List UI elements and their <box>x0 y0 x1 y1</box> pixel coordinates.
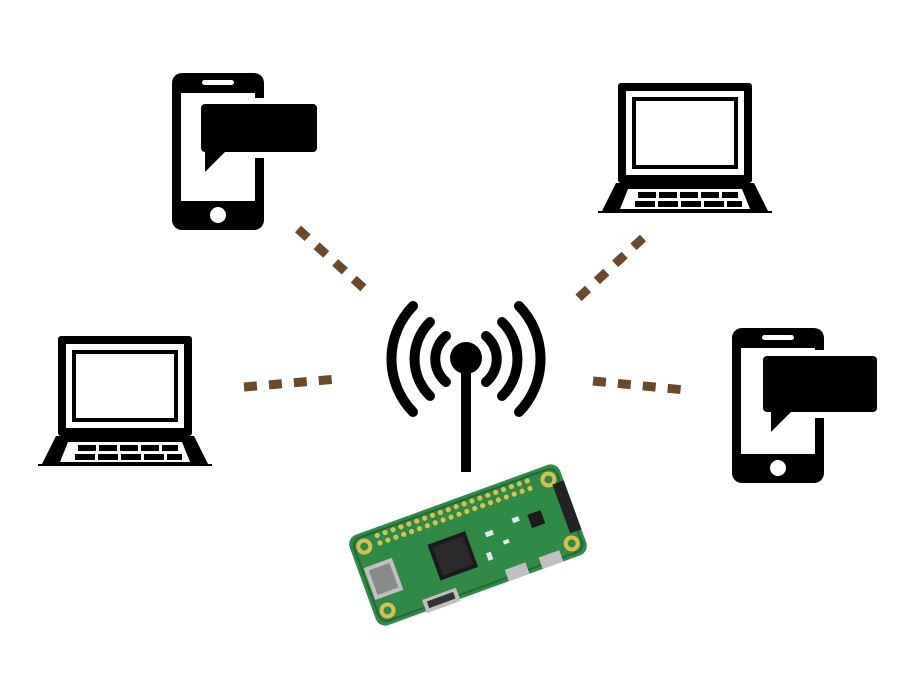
gpio-pad <box>424 523 430 529</box>
link-phone-top-left <box>294 225 372 296</box>
gpio-pad <box>440 517 446 523</box>
gpio-pad <box>437 509 444 516</box>
laptop-icon <box>598 83 772 219</box>
gpio-pad <box>429 512 436 518</box>
gpio-pad <box>469 498 475 504</box>
gpio-pad <box>477 495 483 501</box>
gpio-pad <box>401 531 407 537</box>
gpio-pad <box>511 491 517 497</box>
gpio-pad <box>422 515 428 521</box>
gpio-pad <box>382 529 388 536</box>
gpio-pad <box>461 501 467 507</box>
gpio-pad <box>527 485 533 491</box>
raspberry-pi-zero-board <box>349 464 587 626</box>
gpio-pad <box>408 528 415 535</box>
gpio-pad <box>503 494 509 500</box>
gpio-pad <box>374 532 380 539</box>
gpio-pad <box>414 518 420 524</box>
gpio-pad <box>495 497 502 503</box>
gpio-pad <box>453 504 459 510</box>
wifi-antenna-icon <box>386 301 546 472</box>
gpio-pad <box>377 540 383 546</box>
gpio-pad <box>480 503 486 509</box>
smartphone-chat-icon <box>732 328 881 483</box>
connection-links <box>243 225 686 395</box>
gpio-pad <box>519 488 525 494</box>
smartphone-chat-icon <box>172 73 323 230</box>
gpio-pad <box>456 511 462 517</box>
link-laptop-top-right <box>570 234 647 306</box>
gpio-pad <box>390 527 396 533</box>
gpio-pad <box>416 526 423 532</box>
gpio-pad <box>445 507 451 513</box>
gpio-pad <box>406 521 412 527</box>
gpio-pad <box>524 478 530 484</box>
gpio-pad <box>464 508 470 514</box>
gpio-pad <box>493 489 499 495</box>
gpio-pad <box>508 484 515 490</box>
gpio-pad <box>448 514 454 520</box>
gpio-pad <box>472 505 478 512</box>
gpio-header <box>374 478 533 546</box>
link-laptop-left <box>243 374 339 392</box>
laptop-icon <box>38 336 212 472</box>
gpio-pad <box>398 524 404 530</box>
link-phone-right <box>592 376 686 395</box>
gpio-pad <box>385 537 391 543</box>
gpio-pad <box>393 534 399 540</box>
gpio-pad <box>487 500 494 506</box>
gpio-pad <box>485 492 491 498</box>
gpio-pad <box>432 520 438 526</box>
gpio-pad <box>500 486 507 493</box>
gpio-pad <box>516 481 522 487</box>
